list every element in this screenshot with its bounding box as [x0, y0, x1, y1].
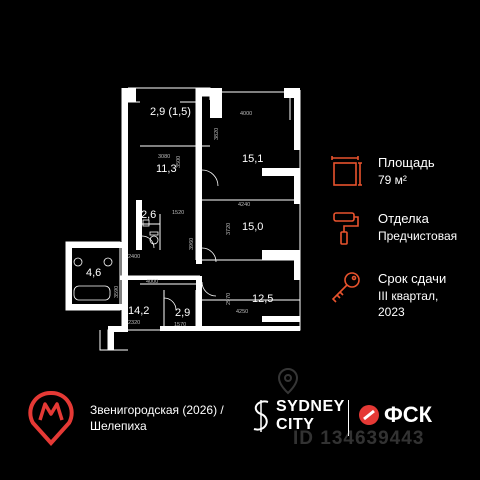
- dimension-label: 4250: [236, 309, 248, 315]
- room-area-bedroom-3: 12,5: [252, 293, 273, 305]
- fsk-logo-icon: [359, 405, 379, 425]
- bathtub: [73, 285, 111, 301]
- room-area-bathroom-2: 4,6: [86, 267, 101, 279]
- dimension-label: 4000: [146, 279, 158, 285]
- info-finish: Отделка Предчистовая: [328, 210, 457, 246]
- dimension-label: 1570: [174, 322, 186, 328]
- area-value: 79 м²: [378, 173, 407, 187]
- room-area-storage: 2,9: [175, 307, 190, 319]
- watermark: ID 134639443: [293, 428, 425, 449]
- dimension-label: 1520: [172, 210, 184, 216]
- sink-1: [73, 257, 83, 267]
- sydney-city-logo: SYDNEY CITY: [276, 398, 345, 434]
- city-text: CITY: [276, 416, 315, 433]
- paint-roller-icon: [333, 212, 359, 245]
- dimension-label: 3590: [114, 286, 120, 298]
- metro-line2: Шелепиха: [90, 419, 147, 433]
- room-area-bedroom-1: 15,1: [242, 153, 263, 165]
- room-area-kitchen: 11,3: [156, 163, 177, 175]
- fsk-logo: ФСК: [384, 402, 433, 427]
- info-area: Площадь 79 м²: [328, 154, 435, 190]
- room-area-bathroom-1: 2,6: [141, 209, 156, 221]
- location-pin-icon: [277, 367, 299, 395]
- metro-icon: [28, 390, 74, 446]
- dimension-label: 4000: [240, 111, 252, 117]
- dimension-label: 2400: [128, 254, 140, 260]
- dimension-label: 3500: [176, 156, 182, 168]
- toilet-1: [149, 235, 159, 245]
- logo-divider: [348, 400, 349, 436]
- dimension-label: 4240: [238, 202, 250, 208]
- finish-label: Отделка: [378, 211, 429, 226]
- sydney-text: SYDNEY: [276, 398, 345, 415]
- finish-value: Предчистовая: [378, 229, 458, 243]
- dimension-label: 3720: [226, 223, 232, 235]
- dimension-label: 3960: [189, 238, 195, 250]
- dimension-label: 3820: [214, 128, 220, 140]
- area-icon: [331, 156, 362, 186]
- deadline-label: Срок сдачи: [378, 271, 447, 286]
- room-area-bedroom-2: 15,0: [242, 221, 263, 233]
- room-area-balcony: 2,9 (1,5): [150, 106, 191, 118]
- sydney-city-logo-icon: [253, 400, 269, 432]
- deadline-value-line1: III квартал,: [378, 289, 439, 303]
- dimension-label: 2320: [128, 320, 140, 326]
- metro-station: Звенигородская (2026) / Шелепиха: [90, 402, 224, 434]
- key-icon: [331, 272, 360, 303]
- deadline-value-line2: 2023: [378, 305, 405, 319]
- dimension-label: 3080: [158, 154, 170, 160]
- info-deadline: Срок сдачи III квартал, 2023: [328, 270, 446, 319]
- dimension-label: 2970: [226, 293, 232, 305]
- area-label: Площадь: [378, 155, 435, 170]
- metro-line1: Звенигородская (2026) /: [90, 403, 224, 417]
- toilet-2: [103, 257, 113, 267]
- room-area-hall: 14,2: [128, 305, 149, 317]
